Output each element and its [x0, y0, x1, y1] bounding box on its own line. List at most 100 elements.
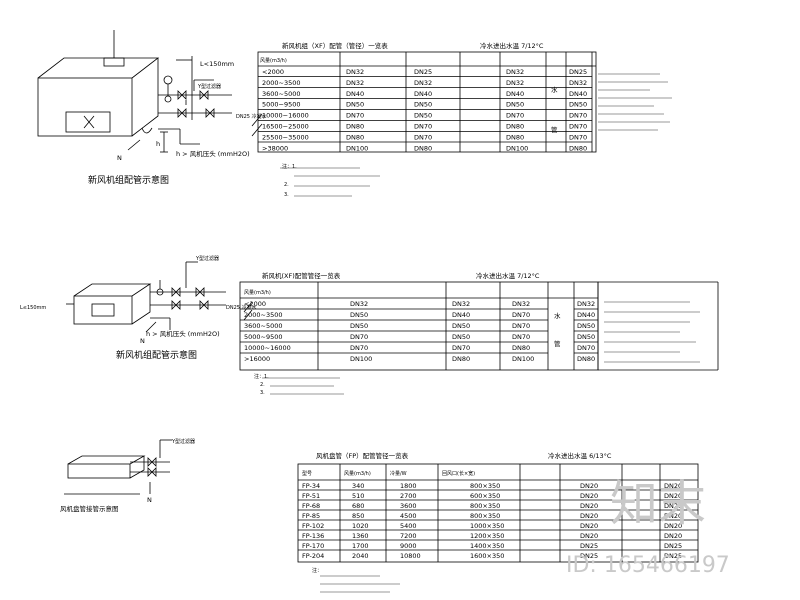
table-2-col3-cell: DN50 — [452, 333, 470, 341]
table-1-flow-cell: 16500~25000 — [262, 123, 309, 131]
diagram-2-n-label: N — [140, 337, 145, 345]
table-2-pipe-cell: DN50 — [350, 311, 368, 319]
table-3-airflow-cell: 680 — [352, 502, 364, 510]
table-3-airflow-cell: 1020 — [352, 522, 369, 530]
table-3-header-right: 冷水进出水温 6/13°C — [548, 451, 612, 460]
table-2-col4-cell: DN70 — [512, 311, 530, 319]
table-3-pipe2-cell: DN20 — [664, 532, 682, 540]
table-3-pipe-cell: DN20 — [580, 492, 598, 500]
table-2-flow-cell: 2000~3500 — [244, 311, 283, 319]
table-1-side-cell: DN80 — [569, 144, 587, 152]
table-1-col4-cell: DN40 — [506, 90, 524, 98]
table-2-flow-cell: <2000 — [244, 300, 266, 308]
table-2-flow-cell: 10000~16000 — [244, 344, 291, 352]
table-1-side-label-a: 水 — [551, 85, 558, 94]
illegible-notes — [262, 73, 700, 593]
table-1-pipe-cell: DN100 — [346, 144, 368, 152]
watermark-id: ID: 165466197 — [566, 553, 730, 578]
table-1-col4-cell: DN70 — [506, 112, 524, 120]
diagram-1-y-label: Y型过滤器 — [197, 83, 221, 90]
diagram-3-y-label: Y型过滤器 — [171, 438, 195, 445]
table-2-header-right: 冷水进出水温 7/12°C — [476, 271, 540, 280]
diagram-2-caption: 新风机组配管示意图 — [116, 349, 197, 361]
table-1-col-flow: 风量(m3/h) — [260, 57, 287, 64]
table-2-note-2: 2. — [260, 382, 265, 388]
table-3-size-cell: 1600×350 — [470, 552, 504, 560]
watermark-logo-text: 知末 — [610, 476, 706, 532]
table-3-airflow-cell: 850 — [352, 512, 364, 520]
table-3-pipe2-cell: DN20 — [664, 482, 682, 490]
table-1-col3-cell: DN70 — [414, 133, 432, 141]
table-2-pipe-cell: DN70 — [350, 344, 368, 352]
table-1-header-right: 冷水进出水温 7/12°C — [480, 41, 544, 50]
table-2-flow-cell: >16000 — [244, 355, 270, 363]
table-3-cooling-cell: 5400 — [400, 522, 417, 530]
table-3-pipe-cell: DN20 — [580, 502, 598, 510]
table-3-size-cell: 1400×350 — [470, 542, 504, 550]
table-1-col4-cell: DN100 — [506, 144, 528, 152]
table-3-cooling-cell: 4500 — [400, 512, 417, 520]
table-2-col4-cell: DN32 — [512, 300, 530, 308]
diagram-1-h-note: h > 风机压头 (mmH2O) — [176, 149, 250, 158]
table-3-note-1: 注： — [312, 567, 322, 574]
table-3-col-cooling: 冷量/W — [390, 470, 407, 477]
table-3-airflow-cell: 1700 — [352, 542, 369, 550]
table-2-pipe-cell: DN32 — [350, 300, 368, 308]
table-2-col-flow: 风量(m3/h) — [244, 289, 271, 296]
diagram-1-h-label: h — [156, 140, 160, 148]
table-1-flow-cell: >38000 — [262, 144, 288, 152]
table-3-pipe2-cell: DN20 — [664, 522, 682, 530]
table-2-header-left: 新风机(XF)配管管径一览表 — [262, 271, 341, 280]
table-3-size-cell: 800×350 — [470, 482, 500, 490]
table-3-model-cell: FP-34 — [302, 482, 320, 490]
table-2-note-1: 注：1. — [254, 373, 269, 380]
table-cells: <20002000~35003600~50005000~950010000~16… — [244, 68, 682, 560]
table-1-col3-cell: DN80 — [414, 144, 432, 152]
table-3-pipe-cell: DN25 — [580, 542, 598, 550]
table-1-side-cell: DN40 — [569, 90, 587, 98]
table-1-side-cell: DN70 — [569, 133, 587, 141]
table-1-flow-cell: 10000~16000 — [262, 112, 309, 120]
table-1-col3-cell: DN50 — [414, 112, 432, 120]
table-3-cooling-cell: 3600 — [400, 502, 417, 510]
table-1-pipe-cell: DN50 — [346, 101, 364, 109]
diagram-1 — [37, 30, 263, 153]
table-3-pipe-cell: DN25 — [580, 552, 598, 560]
diagram-1-caption: 新风机组配管示意图 — [88, 174, 169, 186]
unit-box-front — [37, 77, 133, 137]
table-3-size-cell: 600×350 — [470, 492, 500, 500]
table-2-side-cell: DN40 — [577, 311, 595, 319]
diagram-3 — [64, 439, 172, 495]
table-3-col-model: 型号 — [302, 470, 312, 477]
table-2-col3-cell: DN80 — [452, 355, 470, 363]
table-2-side-cell: DN80 — [577, 355, 595, 363]
table-3-pipe-cell: DN20 — [580, 522, 598, 530]
table-2-note-3: 3. — [260, 390, 265, 396]
table-3-size-cell: 1000×350 — [470, 522, 504, 530]
table-3-pipe2-cell: DN25 — [664, 552, 682, 560]
table-1-col4-cell: DN50 — [506, 101, 524, 109]
diagram-2-y-label: Y型过滤器 — [195, 255, 219, 262]
table-1-col3-cell: DN70 — [414, 123, 432, 131]
table-3-pipe2-cell: DN20 — [664, 502, 682, 510]
table-3-model-cell: FP-68 — [302, 502, 320, 510]
table-1-frame — [257, 51, 597, 153]
table-3-pipe-cell: DN20 — [580, 482, 598, 490]
table-3-cooling-cell: 7200 — [400, 532, 417, 540]
diagram-1-l-label: L<150mm — [200, 60, 234, 68]
table-3-airflow-cell: 340 — [352, 482, 364, 490]
table-3-cooling-cell: 9000 — [400, 542, 417, 550]
table-1-pipe-cell: DN80 — [346, 133, 364, 141]
table-1-col3-cell: DN40 — [414, 90, 432, 98]
table-3-cooling-cell: 2700 — [400, 492, 417, 500]
table-2-col4-cell: DN70 — [512, 322, 530, 330]
diagram-2 — [66, 261, 253, 333]
table-2-col4-cell: DN100 — [512, 355, 534, 363]
table-1-side-cell: DN70 — [569, 123, 587, 131]
table-1-col4-cell: DN80 — [506, 133, 524, 141]
diagram-2-dn-label: DN25 冷凝水 — [226, 304, 257, 311]
table-3-col-size: 回风口(长×宽) — [442, 470, 475, 477]
table-1-side-cell: DN32 — [569, 79, 587, 87]
